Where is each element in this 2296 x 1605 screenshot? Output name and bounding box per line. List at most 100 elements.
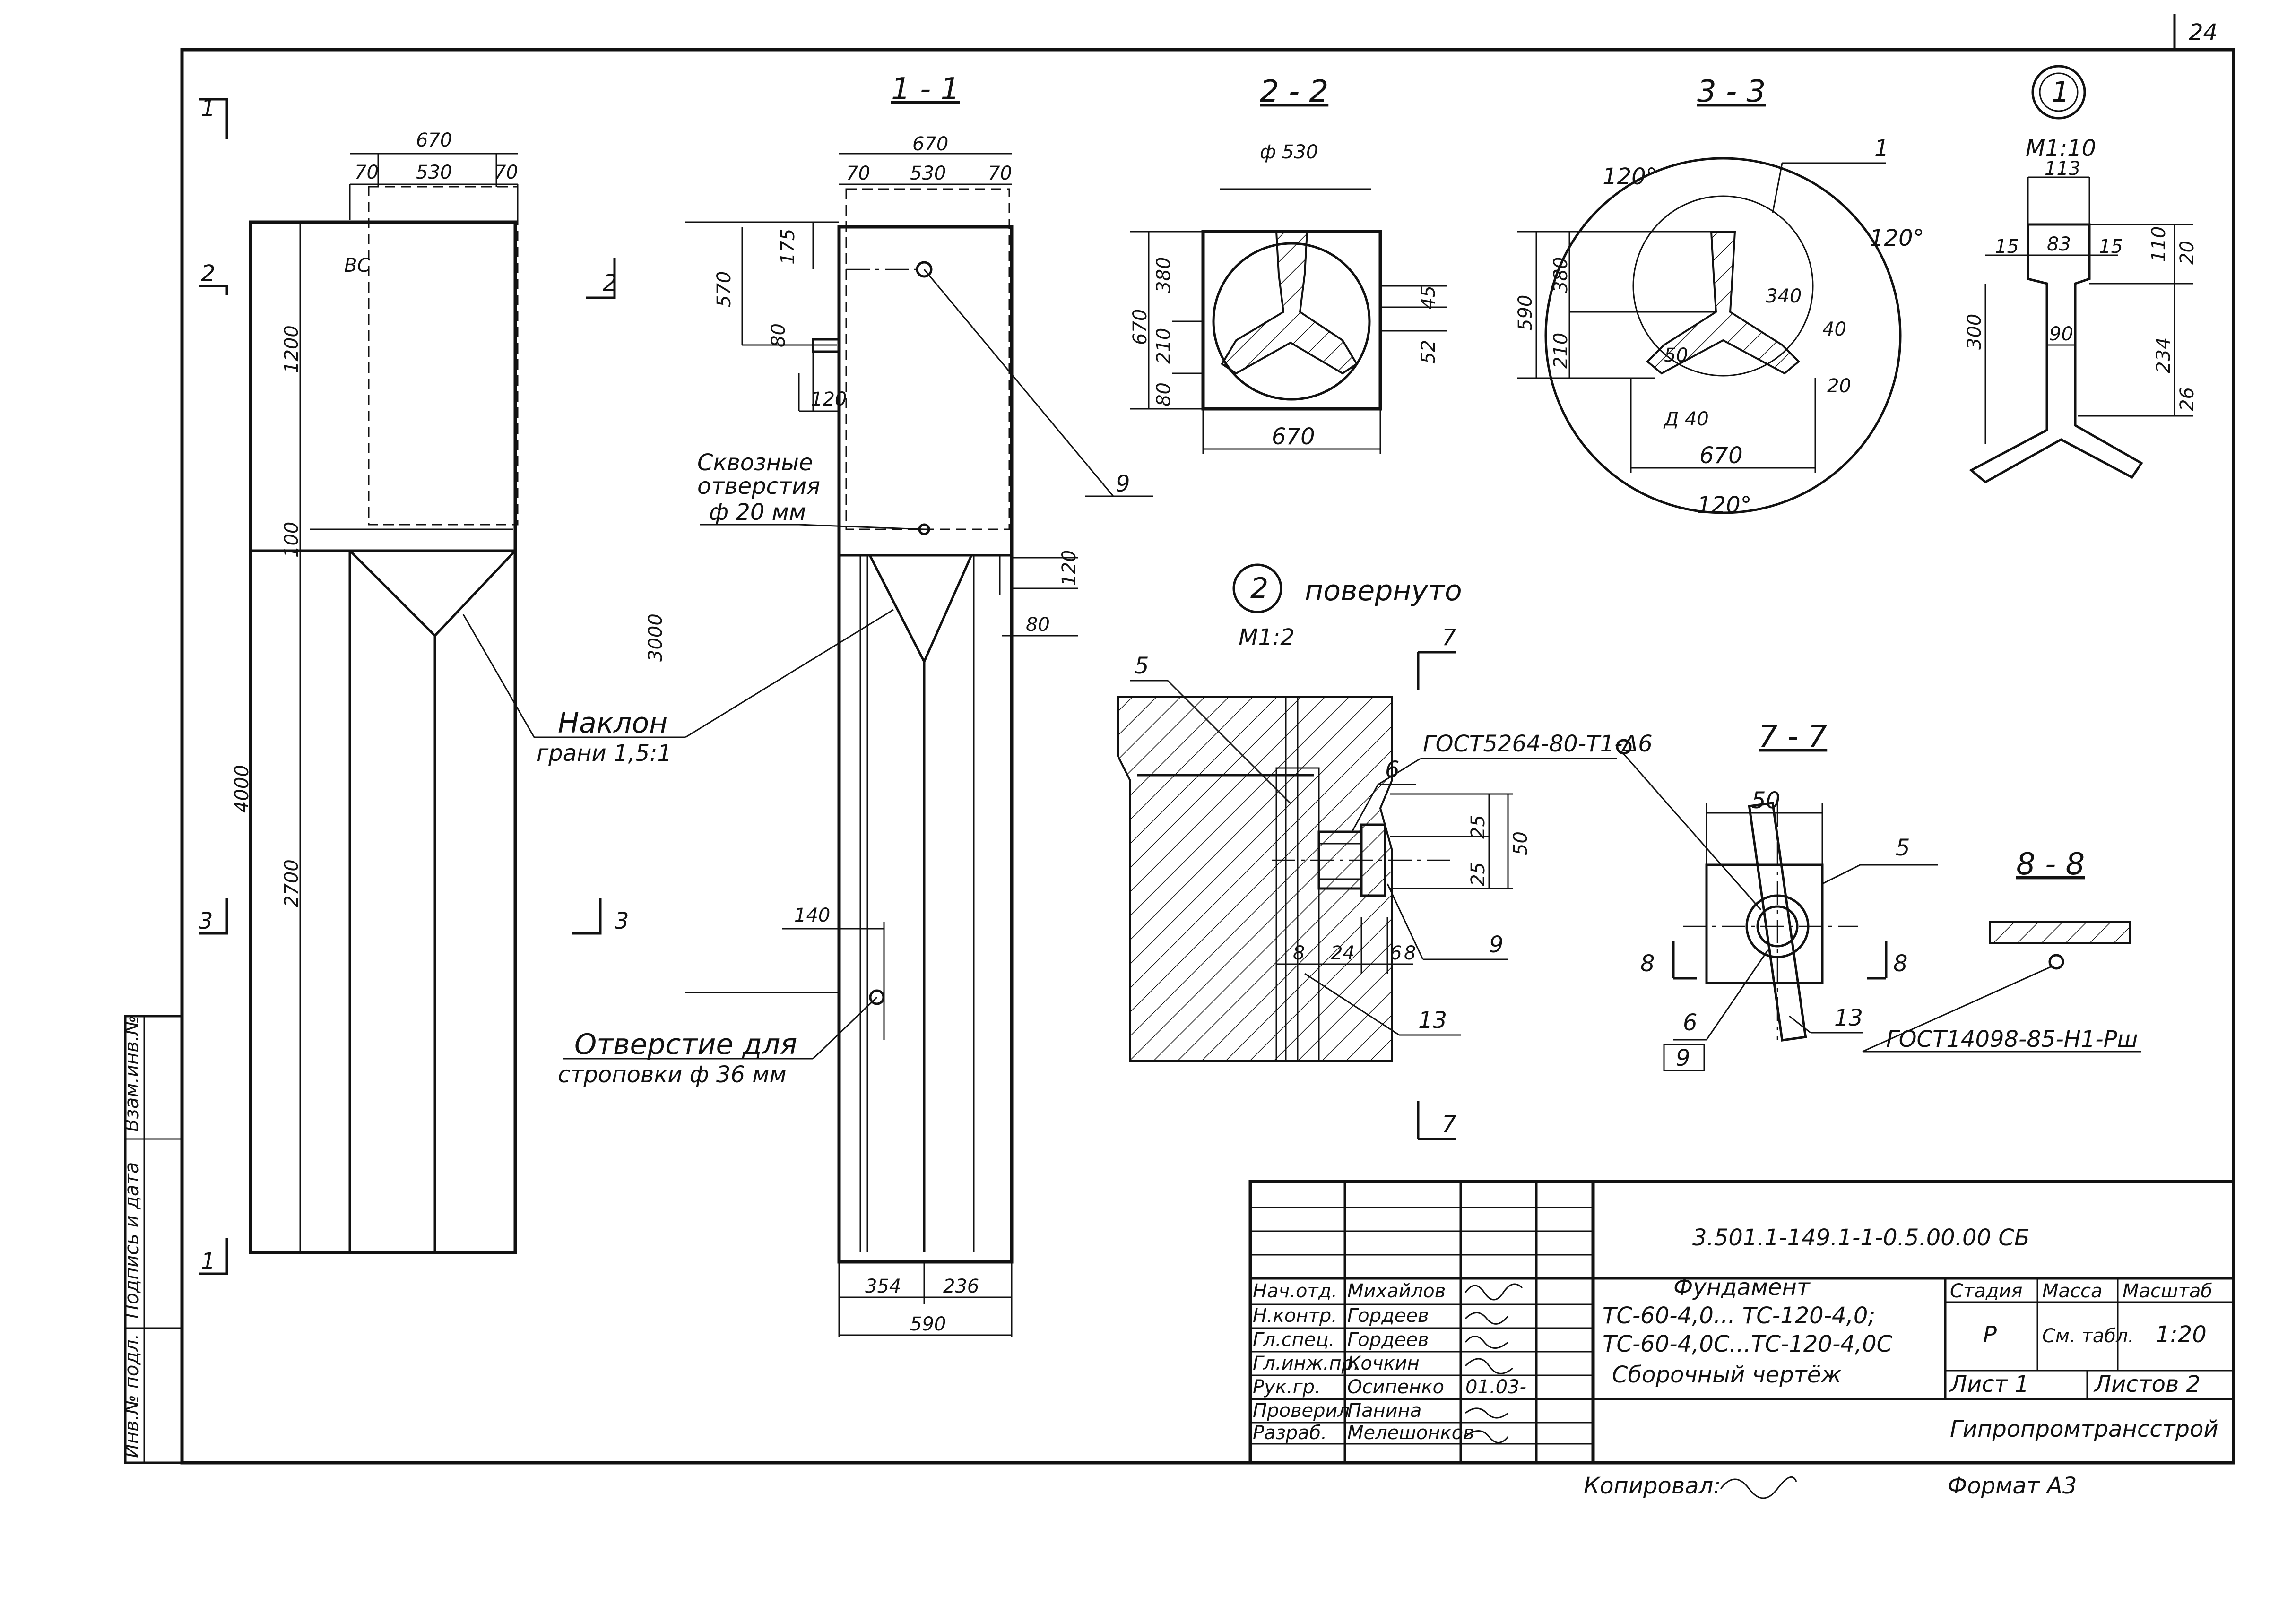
- front-dim-70a: 70: [355, 162, 379, 183]
- n2-dim-25b: 25: [1467, 862, 1489, 886]
- callouts-main: 9 Сквозные отверстия ф 20 мм Наклон гран…: [462, 269, 1153, 1088]
- section-8-8-title: 8 - 8: [2016, 847, 2085, 882]
- tb-role-3: Гл.инж.пр.: [1253, 1353, 1360, 1374]
- section-8-8: 8 - 8 ГОСТ14098-85-Н1-Рш: [1862, 847, 2141, 1053]
- n1-dim-110: 110: [2148, 226, 2170, 262]
- s22-dim-d530: ф 530: [1260, 141, 1318, 163]
- side-stamp: Инв.№ подл. Подпись и дата Взам.инв.№: [121, 1015, 183, 1464]
- front-dim-4000: 4000: [231, 765, 253, 813]
- s22-dim-380: 380: [1153, 257, 1175, 293]
- cut-mark-1-bottom: 1: [201, 1248, 216, 1275]
- tb-role-2: Гл.спец.: [1253, 1329, 1334, 1351]
- tb-role-1: Н.контр.: [1253, 1305, 1337, 1327]
- section-1-1-title: 1 - 1: [891, 72, 960, 107]
- footer-format: Формат А3: [1948, 1473, 2077, 1499]
- s33-dim-340: 340: [1766, 285, 1802, 307]
- n2-pos-13: 13: [1418, 1007, 1447, 1034]
- cut-mark-2-right: 2: [603, 270, 617, 296]
- node-2-label: повернуто: [1305, 574, 1462, 607]
- s11-dim-670: 670: [912, 133, 948, 155]
- s77-pos-13: 13: [1834, 1005, 1863, 1031]
- s11-dim-80r: 80: [1026, 614, 1050, 636]
- front-dim-1200: 1200: [281, 325, 303, 373]
- section-1-1: 1 - 1 670 70 530 70 175 570 80 120 3000: [645, 72, 1080, 1338]
- n2-pos-5: 5: [1135, 653, 1149, 679]
- sheet-number: 24: [2189, 19, 2218, 46]
- signatures: [1464, 1283, 1523, 1443]
- tb-doc-code: 3.501.1-149.1-1-0.5.00.00 СБ: [1692, 1225, 2030, 1251]
- tb-role-4: Рук.гр.: [1253, 1376, 1321, 1398]
- n1-dim-234: 234: [2153, 337, 2175, 373]
- node-1: 1 М1:10 113 15 83 15 90 300 20 110 234 2…: [1964, 65, 2198, 484]
- s22-dim-45: 45: [1418, 285, 1439, 310]
- tb-title-2: ТС-60-4,0... ТС-120-4,0;: [1603, 1303, 1876, 1329]
- callout-holes-2: отверстия: [697, 473, 820, 500]
- tb-title-1: Фундамент: [1673, 1274, 1811, 1301]
- tb-name-4: Осипенко: [1347, 1376, 1444, 1398]
- cut-mark-7-bottom: 7: [1442, 1111, 1456, 1138]
- cut-mark-1-top: 1: [201, 95, 216, 121]
- n1-dim-300: 300: [1964, 314, 1985, 350]
- tb-scale-head: Масштаб: [2123, 1280, 2212, 1302]
- cut-mark-7-top: 7: [1442, 624, 1456, 651]
- tb-role-6: Разраб.: [1253, 1422, 1327, 1444]
- s11-dim-70b: 70: [988, 163, 1012, 184]
- tb-name-1: Гордеев: [1347, 1305, 1429, 1327]
- section-7-7: 7 - 7 50 8 8 5 6 9 13: [1620, 719, 1938, 1071]
- s11-dim-236: 236: [943, 1276, 979, 1297]
- node-2: 2 повернуто М1:2 25 50 25 8 24 6 8 7 7: [1117, 563, 1653, 1140]
- drawing-frame: [180, 48, 2235, 1465]
- section-2-2-title: 2 - 2: [1260, 74, 1328, 109]
- tb-name-2: Гордеев: [1347, 1329, 1429, 1351]
- s11-dim-175: 175: [777, 229, 799, 265]
- front-dim-530: 530: [416, 162, 452, 183]
- tb-name-6: Мелешонков: [1347, 1422, 1474, 1444]
- front-dim-2700: 2700: [281, 859, 303, 907]
- tb-stage-head: Стадия: [1950, 1280, 2022, 1302]
- tb-scale: 1:20: [2156, 1321, 2207, 1348]
- cut-mark-8-right: 8: [1893, 950, 1908, 977]
- callout-pos-9a: 9: [1116, 471, 1130, 497]
- callout-holes-1: Сквозные: [697, 449, 813, 476]
- tb-sheets: Листов 2: [2093, 1371, 2201, 1398]
- s11-dim-570: 570: [713, 271, 735, 307]
- cut-mark-2-left: 2: [201, 260, 216, 287]
- s22-dim-210: 210: [1153, 328, 1175, 364]
- tb-title-3: ТС-60-4,0С...ТС-120-4,0С: [1603, 1331, 1893, 1357]
- tb-mass-head: Масса: [2042, 1280, 2103, 1302]
- node-2-scale: М1:2: [1239, 624, 1295, 651]
- sheet-number-box: 24: [2173, 14, 2218, 50]
- callout-slope-1: Наклон: [558, 707, 667, 740]
- s33-dim-40a: 40: [1822, 319, 1846, 340]
- tb-role-0: Нач.отд.: [1253, 1280, 1337, 1302]
- stamp-replace: Взам.инв.№: [121, 1016, 143, 1132]
- s33-dim-210: 210: [1550, 333, 1572, 369]
- section-2-2: 2 - 2 ф 530 670 380 210 80 45 52 670: [1129, 74, 1447, 454]
- tb-role-5: Проверил: [1253, 1400, 1350, 1422]
- n1-dim-113: 113: [2045, 158, 2080, 180]
- s33-angle-a: 120°: [1603, 164, 1657, 190]
- n2-dim-6: 6: [1390, 942, 1402, 964]
- callout-holes-3: ф 20 мм: [709, 499, 806, 526]
- tb-sheet: Лист 1: [1949, 1371, 2029, 1398]
- s11-dim-70a: 70: [846, 163, 870, 184]
- s77-pos-5: 5: [1896, 835, 1910, 861]
- s77-dim-50: 50: [1751, 787, 1780, 814]
- front-view: 670 70 530 70 ВС 1200 100 4000 2700: [231, 129, 519, 1254]
- n2-dim-24: 24: [1331, 942, 1355, 964]
- node-1-number: 1: [2052, 76, 2070, 109]
- cut-marks-left: 1 2 2 3 3 1: [199, 95, 629, 1275]
- s22-dim-80: 80: [1153, 382, 1175, 406]
- s11-dim-3000: 3000: [645, 613, 667, 662]
- tb-name-5: Панина: [1347, 1400, 1421, 1422]
- n2-dim-8b: 8: [1404, 942, 1416, 964]
- s22-dim-670w: 670: [1272, 423, 1315, 450]
- s11-dim-590: 590: [910, 1313, 946, 1335]
- s33-angle-b: 120°: [1870, 225, 1924, 251]
- n1-dim-26: 26: [2176, 387, 2198, 411]
- s11-dim-80: 80: [768, 323, 789, 347]
- s33-pos-1: 1: [1874, 135, 1889, 162]
- callout-sling-1: Отверстие для: [574, 1028, 797, 1061]
- s11-dim-140: 140: [794, 905, 830, 926]
- n1-dim-83: 83: [2047, 233, 2071, 255]
